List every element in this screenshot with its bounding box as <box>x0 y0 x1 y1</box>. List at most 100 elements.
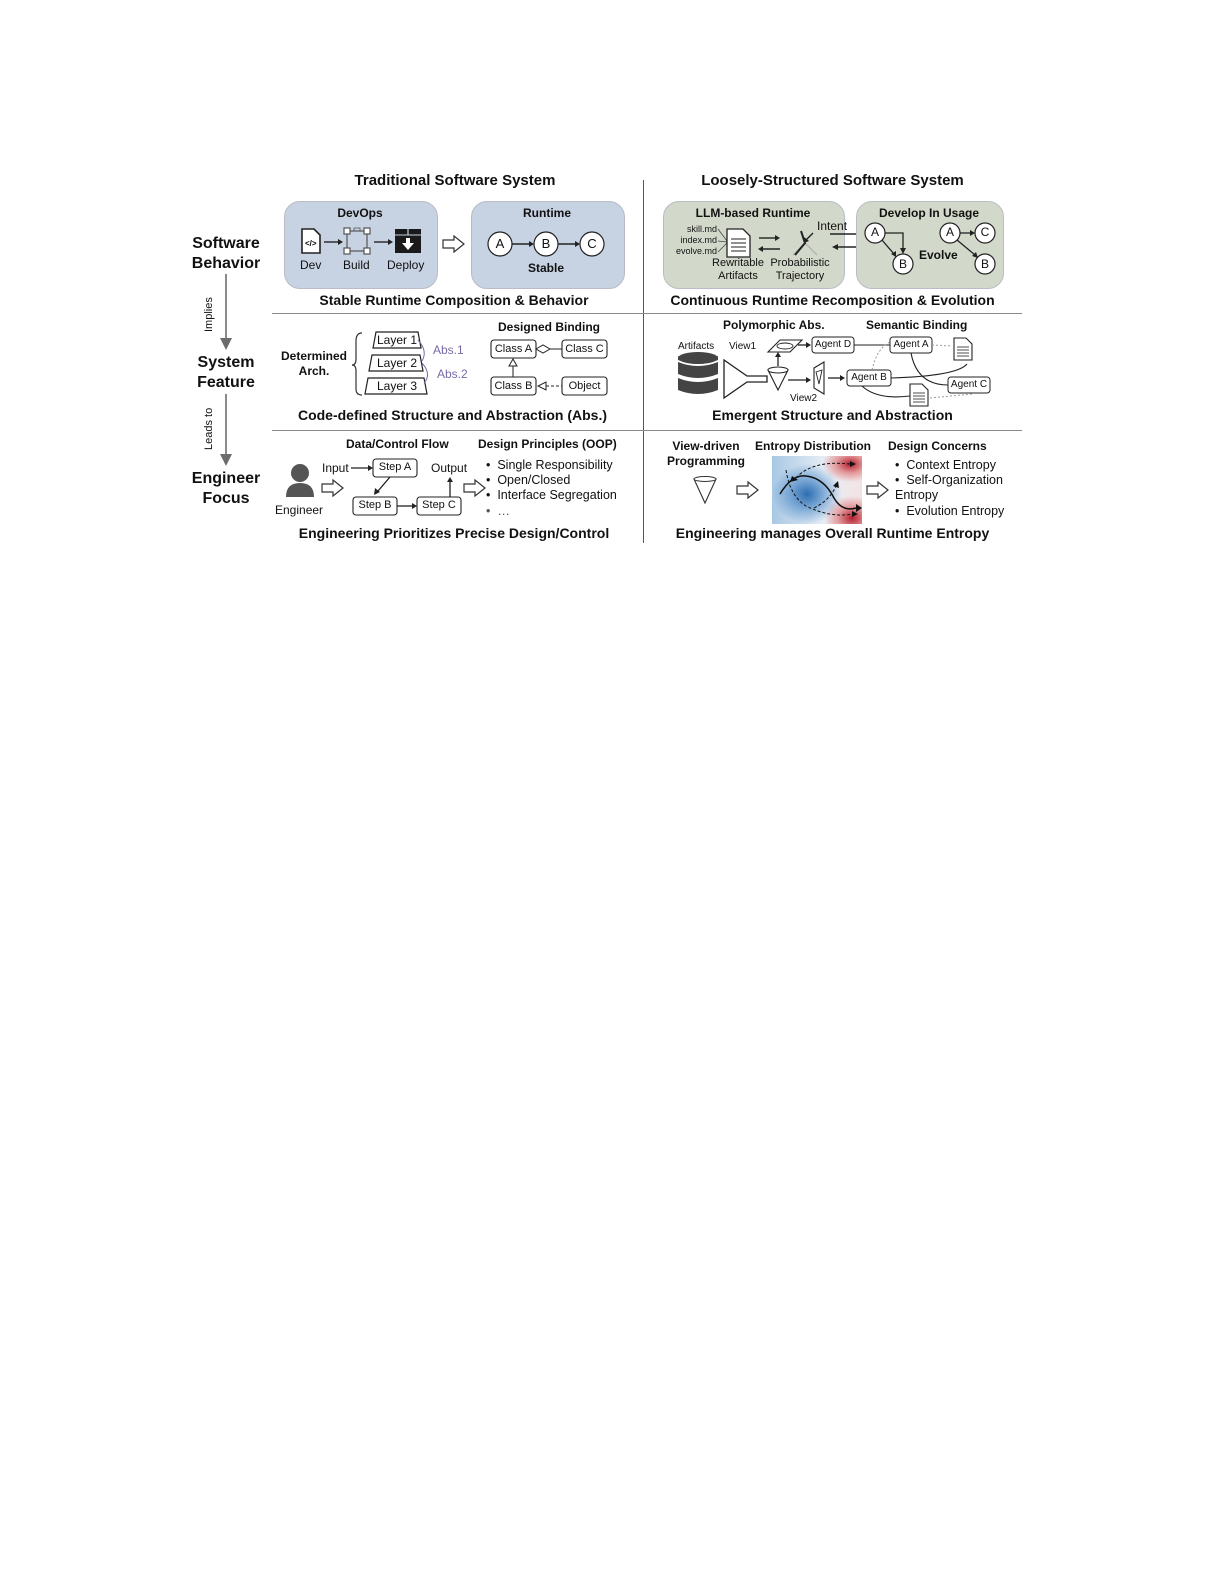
right-column-title: Loosely-Structured Software System <box>701 172 964 189</box>
hollow-arrow-icon <box>442 234 465 254</box>
label-line: Focus <box>202 490 250 507</box>
view-driven-programming-title: View-driven Programming <box>660 439 752 469</box>
data-control-flow-title: Data/Control Flow <box>346 437 449 451</box>
concern-item: • Evolution Entropy <box>895 504 1005 518</box>
entropy-distribution-title: Entropy Distribution <box>755 439 871 453</box>
principle-item: • … <box>486 504 510 518</box>
intent-label: Intent <box>817 219 848 233</box>
label-line: Rewritable <box>712 257 764 269</box>
designed-binding-title: Designed Binding <box>498 320 600 334</box>
implies-arrow-icon <box>220 274 232 350</box>
implies-label-wrap: Implies <box>200 296 230 336</box>
abs-2-label: Abs.2 <box>437 367 468 381</box>
row1-left-caption: Stable Runtime Composition & Behavior <box>319 292 589 308</box>
input-label: Input <box>322 461 349 475</box>
output-label: Output <box>431 461 468 475</box>
concern-item: • Context Entropy <box>895 458 996 472</box>
abs-1-label: Abs.1 <box>433 343 464 357</box>
polymorphic-abs-title: Polymorphic Abs. <box>723 318 825 332</box>
label-line: View-driven <box>672 439 740 453</box>
devops-pipeline-icons: </> <box>301 227 421 255</box>
artifacts-label: Artifacts <box>678 341 715 352</box>
md-file-list: skill.md index.md evolve.md <box>673 224 717 257</box>
trajectory-icon <box>792 230 818 256</box>
rewritable-artifacts-label: Rewritable Artifacts <box>703 257 773 283</box>
class-a: Class A <box>494 343 533 355</box>
label-line: Determined <box>280 349 348 363</box>
code-file-icon: </> <box>301 228 321 254</box>
llm-runtime-diagram <box>717 228 818 258</box>
view2-label: View2 <box>790 393 818 404</box>
concern-item-continued: Entropy <box>895 488 939 502</box>
runtime-node-b: B <box>541 236 551 251</box>
runtime-stable-caption: Stable <box>527 261 564 275</box>
semantic-document-icon <box>953 337 973 361</box>
layer-1: Layer 1 <box>376 333 418 347</box>
principle-text: … <box>497 504 510 518</box>
concern-text: Context Entropy <box>906 458 996 472</box>
develop-in-usage-box <box>856 201 1004 289</box>
view1-label: View1 <box>729 341 757 352</box>
class-b: Class B <box>494 380 533 392</box>
row2-right-caption: Emergent Structure and Abstraction <box>712 407 953 423</box>
label-line: System <box>197 354 255 371</box>
devops-title: DevOps <box>337 206 383 220</box>
runtime-node-graph <box>487 231 605 257</box>
principle-item: • Interface Segregation <box>486 488 617 502</box>
concern-text: Evolution Entropy <box>906 504 1005 518</box>
principle-item: • Open/Closed <box>486 473 571 487</box>
class-diagram <box>490 339 608 396</box>
view-cone-icon <box>693 476 717 505</box>
develop-in-usage-title: Develop In Usage <box>878 206 980 220</box>
leads-to-arrow-icon <box>220 394 232 466</box>
runtime-title: Runtime <box>523 206 571 220</box>
agent-d: Agent D <box>814 339 852 350</box>
node-b-after: B <box>980 257 989 271</box>
hollow-arrow-icon <box>463 478 486 498</box>
label-line: Artifacts <box>718 270 758 282</box>
hollow-arrow-icon <box>866 480 889 500</box>
database-icon <box>678 352 718 394</box>
llm-runtime-title: LLM-based Runtime <box>695 206 811 220</box>
label-line: Software <box>192 235 260 252</box>
evolving-graph <box>864 222 996 275</box>
class-c: Class C <box>565 343 604 355</box>
row3-left-caption: Engineering Prioritizes Precise Design/C… <box>298 525 610 541</box>
semantic-document-icon <box>909 383 929 407</box>
layered-architecture <box>351 331 428 396</box>
engineer-label: Engineer <box>275 503 324 517</box>
hollow-arrow-icon <box>736 480 759 500</box>
label-line: Feature <box>197 374 255 391</box>
runtime-node-a: A <box>495 236 505 251</box>
probabilistic-trajectory-label: Probabilistic Trajectory <box>765 257 835 283</box>
agent-b: Agent B <box>851 372 887 383</box>
node-b-before: B <box>898 257 907 271</box>
file-index: index.md <box>680 235 717 245</box>
row2-left-caption: Code-defined Structure and Abstraction (… <box>297 407 608 423</box>
design-concerns-title: Design Concerns <box>888 439 987 453</box>
row1-right-caption: Continuous Runtime Recomposition & Evolu… <box>670 292 995 308</box>
agent-c: Agent C <box>950 379 988 390</box>
node-c-after: C <box>980 225 990 239</box>
principle-text: Single Responsibility <box>497 458 613 472</box>
step-c: Step C <box>422 499 456 511</box>
label-line: Behavior <box>191 255 261 272</box>
node-a-after: A <box>945 225 954 239</box>
evolve-label: Evolve <box>919 248 958 262</box>
deploy-box-icon <box>395 229 421 253</box>
implies-label: Implies <box>203 297 215 332</box>
runtime-node-c: C <box>587 236 597 251</box>
hollow-arrow-icon <box>321 478 344 498</box>
label-line: Probabilistic <box>770 257 830 269</box>
build-frame-icon <box>343 227 371 255</box>
label-line: Programming <box>666 454 745 468</box>
entropy-heatmap <box>772 456 862 524</box>
step-a: Step A <box>378 461 412 473</box>
semantic-binding-title: Semantic Binding <box>866 318 968 332</box>
principle-item: • Single Responsibility <box>486 458 613 472</box>
row-label-system-feature: System Feature <box>180 353 272 393</box>
dev-label: Dev <box>300 258 322 272</box>
left-column-title: Traditional Software System <box>354 172 556 189</box>
build-label: Build <box>343 258 370 272</box>
flow-diagram <box>351 458 462 516</box>
